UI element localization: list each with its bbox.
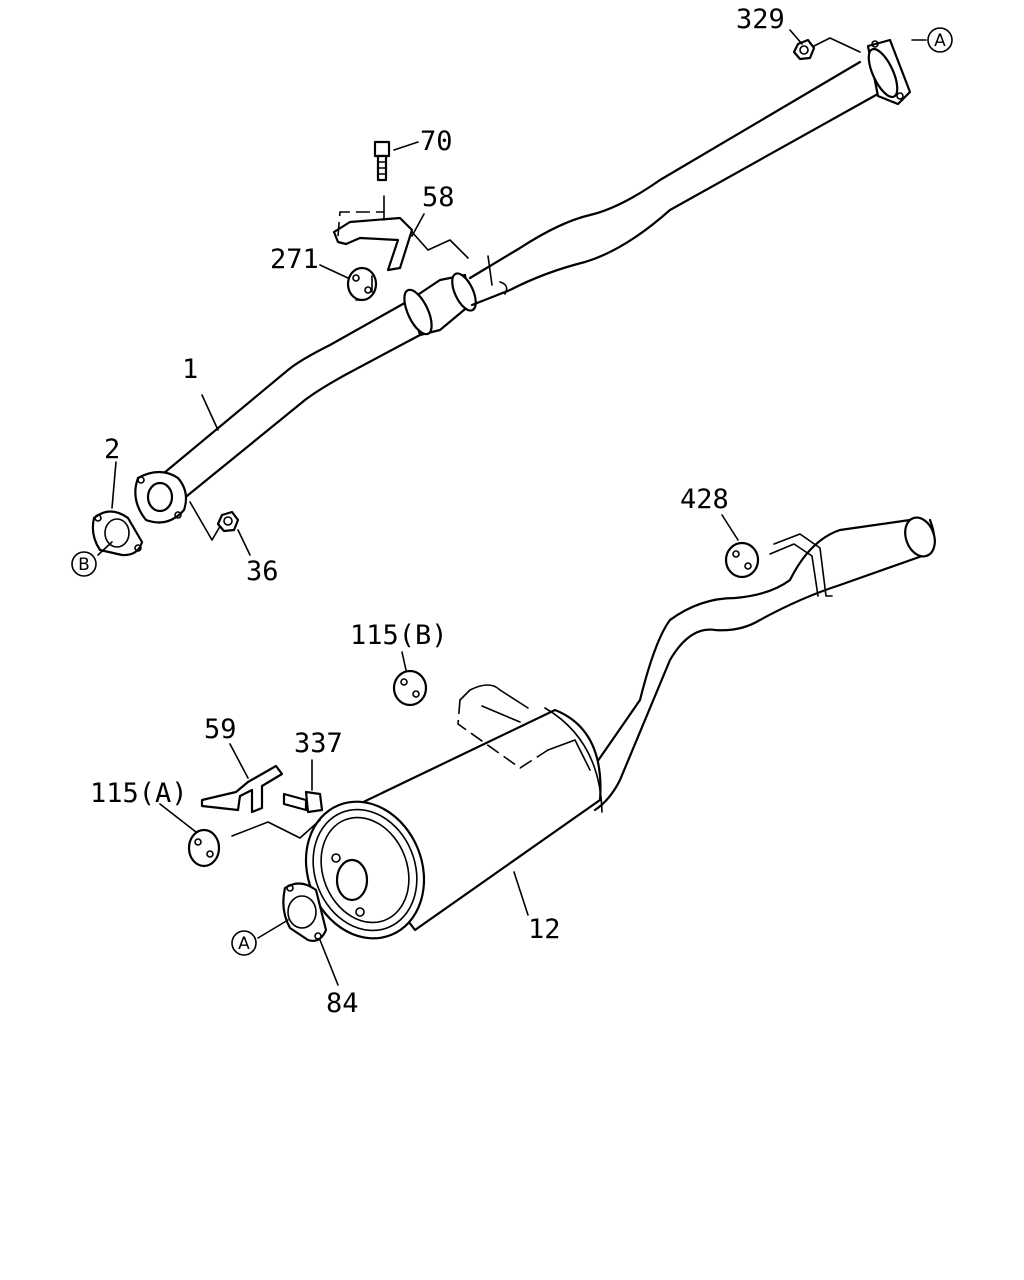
- hanger-bracket-58: [332, 195, 469, 272]
- label-part-428: 428: [680, 484, 729, 515]
- label-part-271: 271: [270, 244, 319, 275]
- label-part-36: 36: [246, 556, 279, 587]
- label-part-84: 84: [326, 988, 359, 1019]
- label-part-1: 1: [182, 354, 198, 385]
- front-exhaust-pipe: [134, 38, 912, 541]
- rubber-hanger-428: [724, 541, 760, 579]
- rubber-hanger-115b: [392, 669, 428, 707]
- label-part-329: 329: [736, 4, 785, 35]
- label-part-337: 337: [294, 728, 343, 759]
- label-part-2: 2: [104, 434, 120, 465]
- connector-a-top: A: [927, 27, 953, 53]
- nut-329: [792, 37, 861, 61]
- muffler-assembly-12: [231, 516, 936, 940]
- bolt-70: [373, 140, 391, 182]
- bracket-59: [200, 764, 284, 814]
- rubber-hanger-115a: [187, 828, 221, 868]
- label-part-115a: 115(A): [90, 778, 188, 809]
- svg-text:A: A: [238, 934, 250, 954]
- label-part-58: 58: [422, 182, 455, 213]
- label-part-12: 12: [528, 914, 561, 945]
- leader-lines: [97, 29, 927, 986]
- label-part-70: 70: [420, 126, 453, 157]
- svg-text:A: A: [934, 31, 946, 51]
- rubber-hanger-271: [346, 266, 378, 302]
- connector-a-bottom: A: [231, 930, 257, 956]
- label-part-115b: 115(B): [350, 620, 448, 651]
- gasket-84: [282, 882, 328, 942]
- part-labels: 1 2 36 58 70 271 329 428 115(B) 59 337 1…: [90, 4, 785, 1019]
- nut-36: [216, 510, 240, 533]
- bolt-337: [282, 790, 324, 814]
- connector-b-left: B: [71, 551, 97, 577]
- svg-text:B: B: [78, 555, 90, 575]
- gasket-2: [91, 510, 144, 557]
- connector-markers: A B A: [71, 27, 953, 956]
- label-part-59: 59: [204, 714, 237, 745]
